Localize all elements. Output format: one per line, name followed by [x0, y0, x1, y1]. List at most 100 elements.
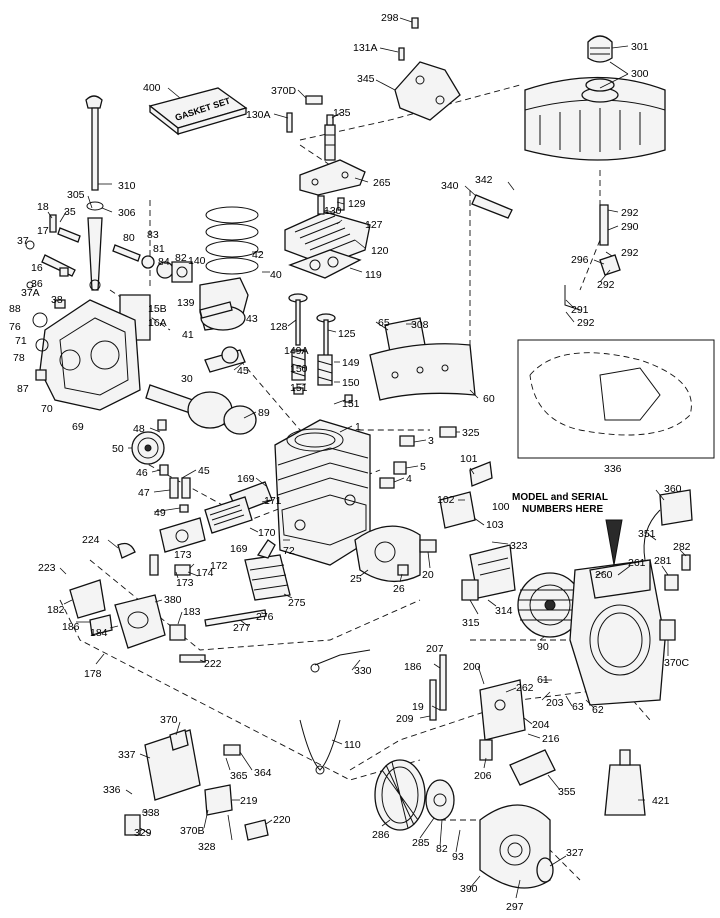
- control-bracket: [429, 654, 526, 761]
- part-label-65: 65: [378, 317, 390, 329]
- part-label-337: 337: [118, 749, 136, 761]
- part-label-174: 174: [196, 567, 214, 579]
- part-label-186b: 186: [404, 661, 422, 673]
- part-label-82: 82: [175, 252, 187, 264]
- part-label-48: 48: [133, 423, 145, 435]
- bracket-345: [394, 17, 461, 121]
- part-label-282: 282: [673, 541, 691, 553]
- part-label-351: 351: [638, 528, 656, 540]
- part-label-203: 203: [546, 697, 564, 709]
- part-label-130: 130: [324, 205, 342, 217]
- part-label-330: 330: [354, 665, 372, 677]
- part-label-89: 89: [258, 407, 270, 419]
- part-label-223: 223: [38, 562, 56, 574]
- part-label-125: 125: [338, 328, 356, 340]
- blower-housing: [569, 559, 666, 706]
- part-label-184: 184: [90, 627, 108, 639]
- part-label-224: 224: [82, 534, 100, 546]
- part-label-400: 400: [143, 82, 161, 94]
- part-label-370D: 370D: [271, 85, 297, 97]
- part-label-140: 140: [188, 255, 206, 267]
- part-label-70: 70: [41, 403, 53, 415]
- part-label-169a: 169: [237, 473, 255, 485]
- intake-gaskets: [149, 481, 273, 576]
- part-label-220: 220: [273, 814, 291, 826]
- part-label-139: 139: [177, 297, 195, 309]
- fuel-line-parts: [471, 194, 621, 311]
- part-label-364: 364: [254, 767, 272, 779]
- part-label-37: 37: [17, 235, 29, 247]
- model-note-line-1: MODEL and SERIAL: [512, 492, 608, 503]
- part-label-1: 1: [355, 421, 361, 433]
- part-label-15B: 15B: [148, 303, 167, 315]
- part-label-151a: 151: [290, 382, 308, 394]
- starter-handle: [509, 749, 556, 786]
- part-label-60: 60: [483, 393, 495, 405]
- part-label-275: 275: [288, 597, 306, 609]
- part-label-38: 38: [51, 294, 63, 306]
- part-label-16: 16: [31, 262, 43, 274]
- part-label-292b: 292: [577, 317, 595, 329]
- part-label-61: 61: [537, 674, 549, 686]
- part-label-186a: 186: [62, 621, 80, 633]
- part-label-120: 120: [371, 245, 389, 257]
- part-label-216: 216: [542, 733, 560, 745]
- part-label-292c: 292: [621, 247, 639, 259]
- part-label-327: 327: [566, 847, 584, 859]
- part-label-390: 390: [460, 883, 478, 895]
- part-label-300: 300: [631, 68, 649, 80]
- part-label-281: 281: [654, 555, 672, 567]
- part-label-297: 297: [506, 901, 524, 913]
- cylinder-head: [284, 195, 371, 279]
- part-label-183: 183: [183, 606, 201, 618]
- part-label-173b: 173: [176, 577, 194, 589]
- cam-gear: [131, 431, 191, 513]
- part-label-82b: 82: [436, 843, 448, 855]
- part-label-292d: 292: [597, 279, 615, 291]
- part-label-207: 207: [426, 643, 444, 655]
- cylinder-block: [274, 419, 371, 566]
- part-label-101: 101: [460, 453, 478, 465]
- part-label-40: 40: [270, 269, 282, 281]
- part-label-260: 260: [595, 569, 613, 581]
- part-label-310: 310: [118, 180, 136, 192]
- part-label-200: 200: [463, 661, 481, 673]
- part-label-100: 100: [492, 501, 510, 513]
- misc-brackets: [223, 461, 693, 756]
- part-label-262: 262: [516, 682, 534, 694]
- part-label-49: 49: [154, 507, 166, 519]
- part-label-173a: 173: [174, 549, 192, 561]
- part-label-222: 222: [204, 658, 222, 670]
- crankshaft: [145, 346, 257, 435]
- part-label-135: 135: [333, 107, 351, 119]
- part-label-206: 206: [474, 770, 492, 782]
- piston-assembly: [199, 206, 259, 331]
- part-label-63: 63: [572, 701, 584, 713]
- part-label-129: 129: [348, 198, 366, 210]
- part-label-45a: 45: [237, 365, 249, 377]
- part-label-72: 72: [283, 545, 295, 557]
- part-label-171: 171: [264, 495, 282, 507]
- part-label-149: 149: [342, 357, 360, 369]
- part-label-84: 84: [158, 256, 170, 268]
- part-label-42: 42: [252, 249, 264, 261]
- part-label-150b: 150: [342, 377, 360, 389]
- valves: [288, 293, 353, 403]
- part-label-290: 290: [621, 221, 639, 233]
- part-label-25: 25: [350, 573, 362, 585]
- part-label-80: 80: [123, 232, 135, 244]
- part-label-370C: 370C: [664, 657, 690, 669]
- part-label-323: 323: [510, 540, 528, 552]
- part-label-336b: 336: [103, 784, 121, 796]
- fuel-tank: [524, 35, 666, 161]
- part-label-128: 128: [270, 321, 288, 333]
- part-label-93: 93: [452, 851, 464, 863]
- ignition-coil: [244, 539, 291, 601]
- part-label-90: 90: [537, 641, 549, 653]
- part-label-87: 87: [17, 383, 29, 395]
- starter-cup: [354, 525, 437, 583]
- part-label-325: 325: [462, 427, 480, 439]
- spark-plug: [286, 95, 336, 161]
- part-label-276: 276: [256, 611, 274, 623]
- part-label-35: 35: [64, 206, 76, 218]
